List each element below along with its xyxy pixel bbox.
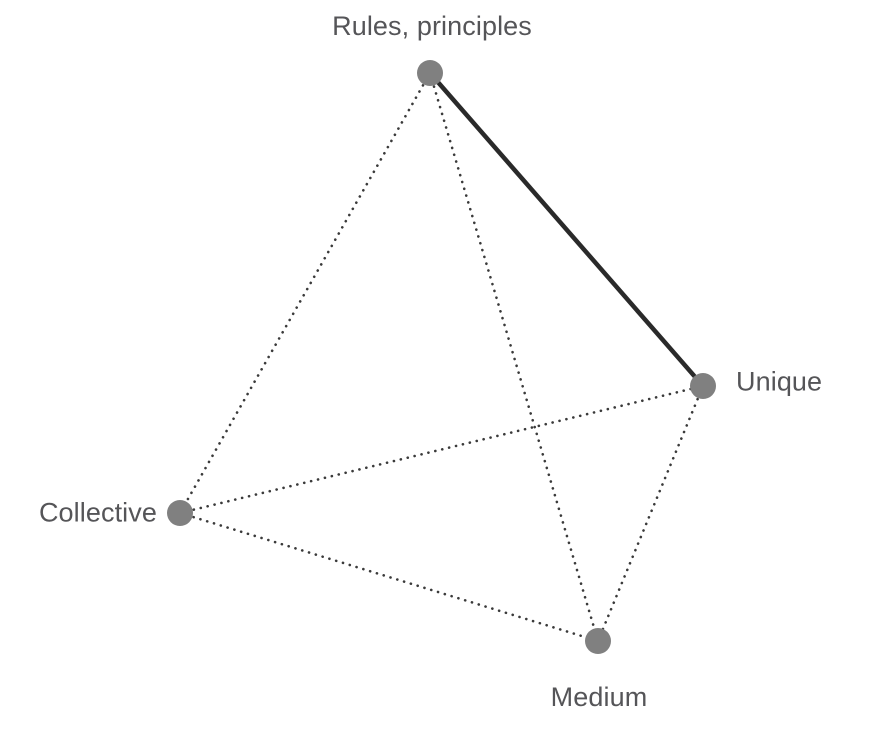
node-label-collective: Collective [38,497,157,528]
graph-edge-rules-collective [178,71,432,515]
edge-layer [178,70,706,643]
graph-node-rules[interactable] [417,60,443,86]
graph-node-unique[interactable] [690,373,716,399]
node-layer [167,60,716,654]
graph-node-collective[interactable] [167,500,193,526]
graph-edge-collective-unique [178,384,705,515]
node-label-medium: Medium [550,682,648,712]
graph-edge-collective-medium [178,511,600,643]
graph-edge-unique-medium [596,384,705,643]
node-label-unique: Unique [736,366,823,397]
node-label-rules: Rules, principles [332,11,532,41]
graph-edge-rules-medium [428,71,600,643]
graph-node-medium[interactable] [585,628,611,654]
graph-edge-rules-unique [427,70,706,389]
